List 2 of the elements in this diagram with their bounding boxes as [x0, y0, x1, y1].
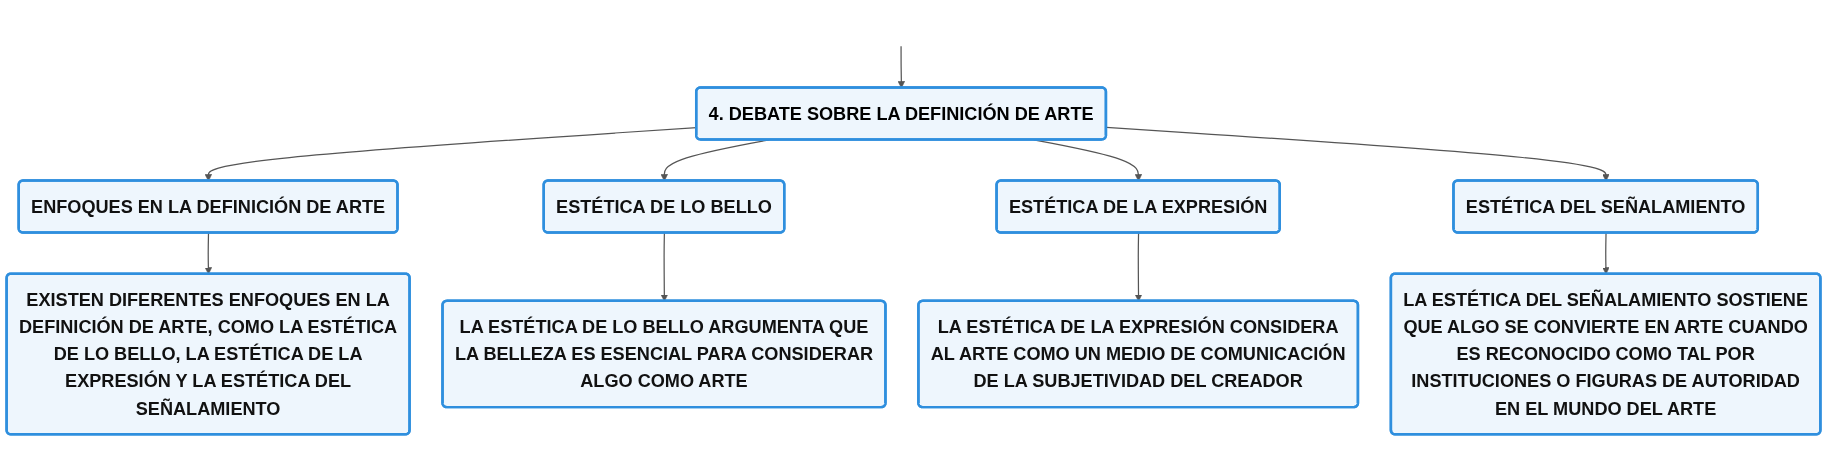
arrow: [1105, 126, 1610, 181]
arrow: [897, 45, 905, 88]
